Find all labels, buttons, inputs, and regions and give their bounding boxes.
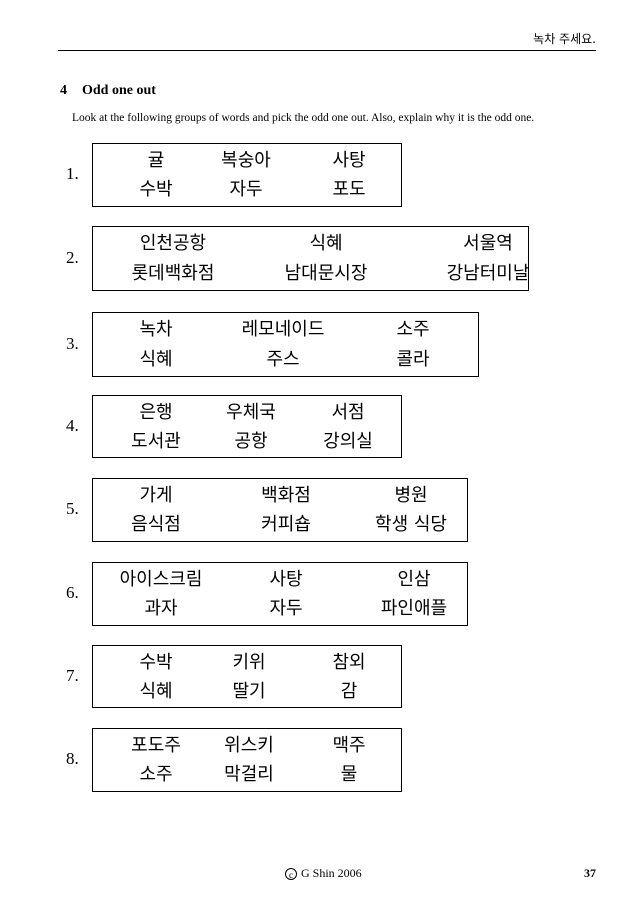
word-row: 수박 키위 참외 xyxy=(93,648,401,678)
word-item: 인천공항 xyxy=(139,233,207,254)
word-item: 사탕 xyxy=(269,569,303,590)
word-item: 주스 xyxy=(266,348,300,370)
word-item: 참외 xyxy=(332,652,366,673)
page-number: 37 xyxy=(584,866,596,880)
word-row: 포도주 위스키 맥주 xyxy=(93,731,401,761)
group-number: 7. xyxy=(66,665,79,685)
word-item: 딸기 xyxy=(232,680,266,702)
word-row: 음식점 커피숍 학생 식당 xyxy=(93,510,467,540)
word-item: 귤 xyxy=(147,150,165,171)
word-item: 감 xyxy=(340,680,358,702)
word-row: 과자 자두 파인애플 xyxy=(93,594,467,624)
header-divider xyxy=(58,50,596,51)
word-row: 식혜 딸기 감 xyxy=(93,677,401,707)
section-title: Odd one out xyxy=(82,83,156,98)
section-heading: 4 Odd one out xyxy=(60,83,156,99)
section-number: 4 xyxy=(60,83,67,98)
word-item: 사탕 xyxy=(332,150,366,171)
word-item: 우체국 xyxy=(226,402,276,423)
word-item: 막걸리 xyxy=(224,764,274,785)
copyright-text: G Shin 2006 xyxy=(301,866,362,880)
word-row: 인천공항 식혜 서울역 xyxy=(93,229,528,259)
word-item: 물 xyxy=(340,764,358,785)
word-item: 파인애플 xyxy=(380,598,448,619)
word-item: 강의실 xyxy=(323,430,373,452)
word-item: 녹차 xyxy=(139,319,173,340)
word-item: 레모네이드 xyxy=(241,319,325,340)
copyright-icon: c xyxy=(285,868,297,880)
word-item: 가게 xyxy=(139,485,173,506)
word-item: 수박 xyxy=(139,652,173,673)
word-row: 귤 복숭아 사탕 xyxy=(93,146,401,176)
word-item: 포도 xyxy=(332,179,366,200)
word-row: 롯데백화점 남대문시장 강남터미날 xyxy=(93,259,530,289)
word-item: 식혜 xyxy=(139,348,173,370)
word-item: 맥주 xyxy=(332,735,366,756)
word-item: 도서관 xyxy=(131,430,181,452)
word-item: 과자 xyxy=(144,598,178,619)
word-item: 수박 xyxy=(139,179,173,200)
group-number: 8. xyxy=(66,749,79,768)
word-item: 복숭아 xyxy=(221,150,271,171)
word-item: 인삼 xyxy=(397,569,431,590)
word-item: 커피숍 xyxy=(261,514,311,535)
word-item: 식혜 xyxy=(309,233,343,254)
group-number: 5. xyxy=(66,499,79,518)
word-row: 수박 자두 포도 xyxy=(93,175,401,205)
group-number: 1. xyxy=(66,164,79,183)
word-item: 음식점 xyxy=(131,514,181,535)
running-header: 녹차 주세요. xyxy=(533,32,596,46)
word-item: 롯데백화점 xyxy=(131,262,215,284)
word-item: 콜라 xyxy=(396,348,430,370)
word-item: 서점 xyxy=(331,402,365,423)
word-item: 위스키 xyxy=(224,735,274,756)
word-item: 백화점 xyxy=(261,485,311,506)
word-row: 식혜 주스 콜라 xyxy=(93,345,478,375)
word-item: 소주 xyxy=(396,319,430,340)
word-item: 자두 xyxy=(269,598,303,619)
word-row: 은행 우체국 서점 xyxy=(93,398,401,428)
word-item: 자두 xyxy=(229,179,263,200)
word-item: 키위 xyxy=(232,652,266,673)
word-item: 아이스크림 xyxy=(119,569,203,590)
word-row: 도서관 공항 강의실 xyxy=(93,427,401,457)
group-number: 2. xyxy=(66,247,79,267)
word-item: 강남터미날 xyxy=(446,262,530,284)
word-item: 은행 xyxy=(139,402,173,423)
group-number: 4. xyxy=(66,415,79,435)
instructions: Look at the following groups of words an… xyxy=(72,112,535,124)
word-row: 소주 막걸리 물 xyxy=(93,760,401,790)
copyright-notice: c G Shin 2006 xyxy=(285,866,362,881)
group-number: 3. xyxy=(66,333,79,353)
word-row: 아이스크림 사탕 인삼 xyxy=(93,565,467,595)
word-item: 공항 xyxy=(234,430,268,452)
word-item: 식혜 xyxy=(139,680,173,702)
word-item: 포도주 xyxy=(131,735,181,756)
word-item: 남대문시장 xyxy=(284,262,368,284)
word-item: 병원 xyxy=(394,485,428,506)
word-row: 녹차 레모네이드 소주 xyxy=(93,315,478,345)
word-row: 가게 백화점 병원 xyxy=(93,481,467,511)
word-item: 서울역 xyxy=(463,233,513,254)
group-number: 6. xyxy=(66,583,79,602)
word-item: 소주 xyxy=(139,764,173,785)
word-item: 학생 식당 xyxy=(375,514,447,535)
